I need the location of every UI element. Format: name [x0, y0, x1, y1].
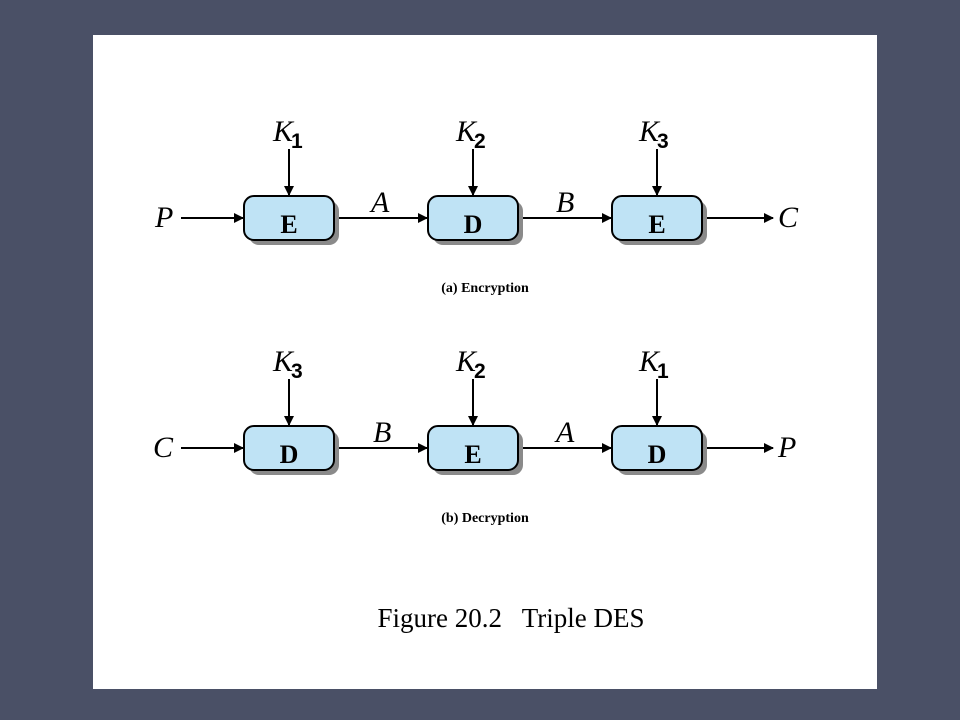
enc-intermediate-a: A — [369, 186, 390, 219]
dec-intermediate-b: B — [373, 416, 391, 449]
dec-box-1: D — [243, 425, 339, 475]
enc-key3-subscript: 3 — [657, 130, 669, 153]
dec-key1-letter: K — [272, 345, 295, 378]
dec-box-2-label: E — [464, 440, 481, 469]
dec-output-label: P — [777, 431, 796, 464]
dec-key2-letter: K — [455, 345, 478, 378]
enc-box-2-label: D — [464, 210, 483, 239]
enc-intermediate-b: B — [556, 186, 574, 219]
enc-box-2: D — [427, 195, 523, 245]
enc-key2-subscript: 2 — [474, 130, 486, 153]
enc-output-label: C — [778, 201, 799, 234]
enc-box-1: E — [243, 195, 339, 245]
dec-caption: (b) Decryption — [441, 511, 529, 526]
enc-key1-subscript: 1 — [291, 130, 303, 153]
figure-title: Figure 20.2 Triple DES — [377, 603, 644, 633]
dec-input-label: C — [153, 431, 174, 464]
enc-box-1-label: E — [280, 210, 297, 239]
enc-key2-letter: K — [455, 115, 478, 148]
dec-box-3: D — [611, 425, 707, 475]
enc-box-3: E — [611, 195, 707, 245]
enc-box-3-label: E — [648, 210, 665, 239]
dec-key3-letter: K — [638, 345, 661, 378]
dec-box-1-label: D — [280, 440, 299, 469]
triple-des-diagram: K 1 K 2 K 3 P C A B E — [153, 115, 799, 633]
dec-intermediate-a: A — [554, 416, 575, 449]
enc-input-label: P — [154, 201, 173, 234]
slide-canvas: K 1 K 2 K 3 P C A B E — [93, 35, 877, 689]
enc-caption: (a) Encryption — [441, 281, 529, 296]
enc-key1-letter: K — [272, 115, 295, 148]
enc-key3-letter: K — [638, 115, 661, 148]
dec-box-2: E — [427, 425, 523, 475]
dec-box-3-label: D — [648, 440, 667, 469]
dec-key1-subscript: 3 — [291, 360, 303, 383]
encryption-row: K 1 K 2 K 3 P C A B E — [154, 115, 799, 296]
dec-key2-subscript: 2 — [474, 360, 486, 383]
dec-key3-subscript: 1 — [657, 360, 669, 383]
decryption-row: K 3 K 2 K 1 C P B A D — [153, 345, 796, 526]
